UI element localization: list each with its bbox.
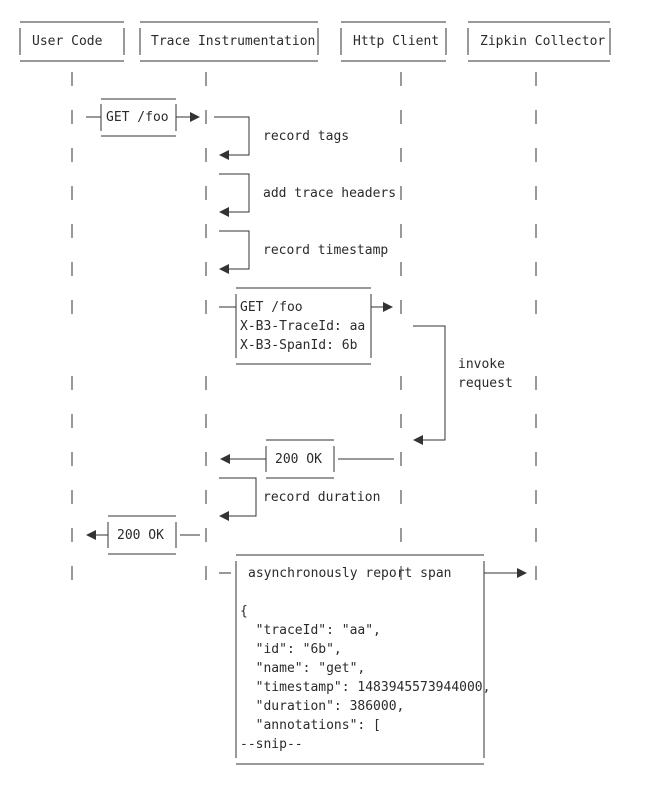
self-arrow-record-duration xyxy=(219,477,257,521)
span-json-line: "timestamp": 1483945573944000, xyxy=(240,680,491,695)
request-arrow xyxy=(219,287,393,365)
get-foo-arrow xyxy=(86,98,200,137)
lifelines xyxy=(71,72,537,580)
self-arrow-invoke-request xyxy=(413,325,446,445)
message-record-duration: record duration xyxy=(263,490,381,505)
message-200-ok-user: 200 OK xyxy=(117,528,164,543)
self-arrow-record-tags xyxy=(214,116,250,160)
message-add-trace-headers: add trace headers xyxy=(263,186,397,201)
message-async-report: asynchronously report span xyxy=(248,566,452,581)
message-record-tags: record tags xyxy=(263,129,350,144)
message-200-ok: 200 OK xyxy=(275,452,322,467)
span-json-line: { xyxy=(240,604,248,619)
request-line: X-B3-SpanId: 6b xyxy=(240,338,358,353)
message-invoke-request: invoke xyxy=(458,357,505,372)
span-json-line: "annotations": [ xyxy=(240,718,381,733)
message-invoke-request: request xyxy=(458,376,513,391)
span-json-line: --snip-- xyxy=(240,737,303,752)
request-line: X-B3-TraceId: aa xyxy=(240,319,366,334)
self-arrow-record-timestamp xyxy=(219,230,250,274)
participant-user-code: User Code xyxy=(32,34,103,49)
span-json-line: "id": "6b", xyxy=(240,642,342,657)
response-arrow xyxy=(220,439,394,479)
participant-trace-instrumentation: Trace Instrumentation xyxy=(151,34,316,49)
span-json-line: "duration": 386000, xyxy=(240,699,405,714)
self-arrow-add-trace-headers xyxy=(219,173,250,217)
participant-zipkin-collector: Zipkin Collector xyxy=(480,34,606,49)
request-line: GET /foo xyxy=(240,300,303,315)
participant-boxes xyxy=(19,21,611,62)
participant-http-client: Http Client xyxy=(353,34,440,49)
message-record-timestamp: record timestamp xyxy=(263,243,389,258)
span-json-line: "traceId": "aa", xyxy=(240,623,381,638)
ok-to-user-arrow xyxy=(86,515,200,555)
message-get-foo: GET /foo xyxy=(106,110,169,125)
async-report-box xyxy=(219,554,527,765)
span-json-line: "name": "get", xyxy=(240,661,366,676)
